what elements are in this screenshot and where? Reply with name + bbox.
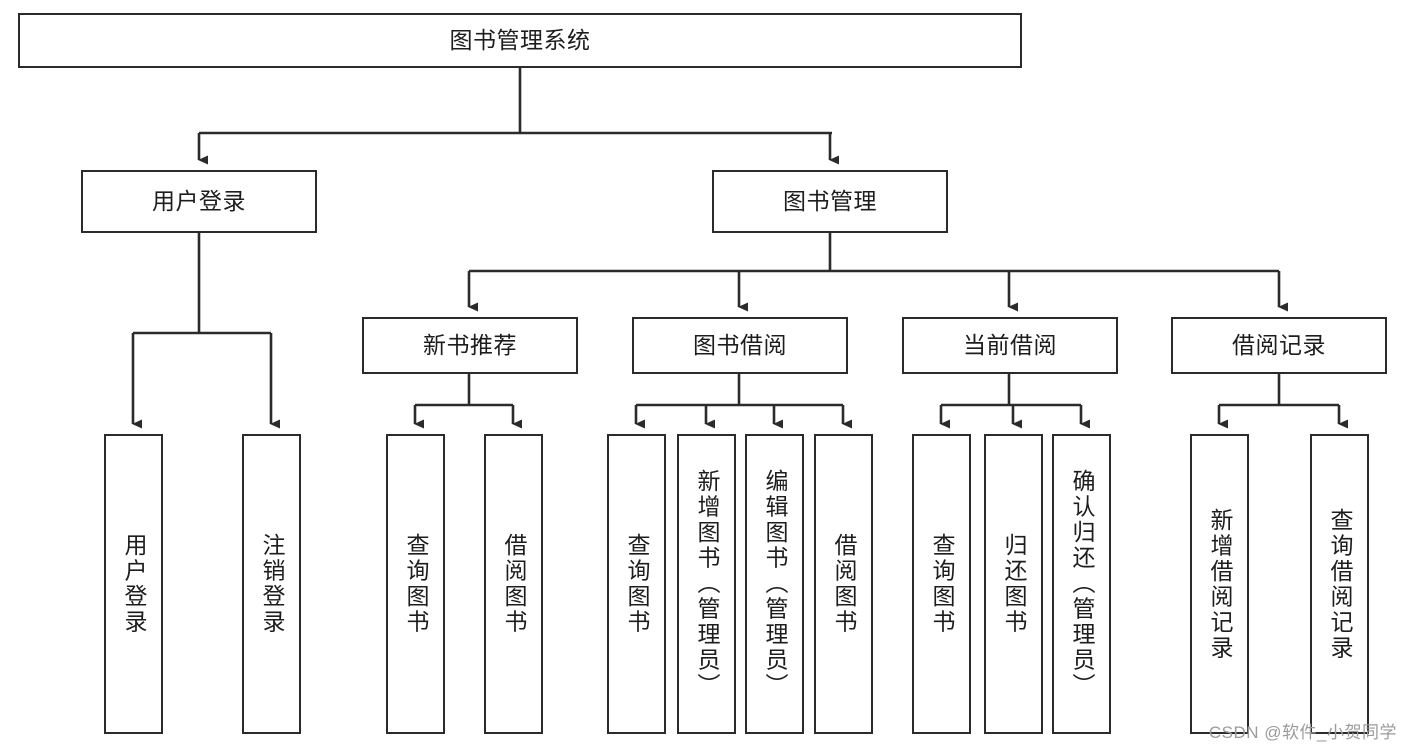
node-leaf-edit-book-admin[interactable]: 编辑图书（管理员） (745, 434, 804, 734)
node-label: 注销登录 (259, 533, 285, 635)
node-label: 新书推荐 (423, 331, 517, 358)
node-leaf-add-borrow-record[interactable]: 新增借阅记录 (1190, 434, 1249, 734)
node-label: 借阅图书 (501, 533, 527, 635)
node-label: 确认归还（管理员） (1069, 469, 1095, 699)
node-leaf-borrow-book[interactable]: 借阅图书 (814, 434, 873, 734)
node-leaf-user-logout[interactable]: 注销登录 (242, 434, 301, 734)
node-leaf-return-book[interactable]: 归还图书 (984, 434, 1043, 734)
node-leaf-confirm-return-admin[interactable]: 确认归还（管理员） (1052, 434, 1111, 734)
connector-book-borrow-to-leaves (634, 374, 852, 429)
node-leaf-user-login[interactable]: 用户登录 (104, 434, 163, 734)
connector-borrow-record-to-leaves (1217, 374, 1348, 429)
node-label: 新增图书（管理员） (694, 469, 720, 699)
node-new-book-recommend[interactable]: 新书推荐 (362, 317, 578, 374)
node-leaf-query-book-borrow[interactable]: 查询图书 (607, 434, 666, 734)
connector-new-book-rec-to-leaves (413, 374, 522, 429)
node-borrow-record[interactable]: 借阅记录 (1171, 317, 1387, 374)
node-book-borrow[interactable]: 图书借阅 (632, 317, 848, 374)
node-label: 用户登录 (152, 187, 246, 214)
node-label: 图书管理 (783, 187, 877, 214)
connector-user-login-to-leaves (131, 233, 280, 429)
node-label: 图书借阅 (693, 331, 787, 358)
connector-root-to-level1 (197, 68, 839, 165)
node-label: 归还图书 (1001, 533, 1027, 635)
node-leaf-query-book-current[interactable]: 查询图书 (912, 434, 971, 734)
node-leaf-add-book-admin[interactable]: 新增图书（管理员） (677, 434, 736, 734)
node-label: 查询借阅记录 (1327, 507, 1353, 661)
node-label: 图书管理系统 (449, 26, 591, 53)
node-label: 新增借阅记录 (1207, 507, 1233, 661)
node-label: 当前借阅 (963, 331, 1057, 358)
node-book-manage[interactable]: 图书管理 (712, 170, 948, 233)
node-label: 查询图书 (929, 533, 955, 635)
node-user-login[interactable]: 用户登录 (81, 170, 317, 233)
node-leaf-query-book-rec[interactable]: 查询图书 (386, 434, 445, 734)
node-current-borrow[interactable]: 当前借阅 (902, 317, 1118, 374)
node-label: 编辑图书（管理员） (762, 469, 788, 699)
node-root-system[interactable]: 图书管理系统 (18, 13, 1022, 68)
connector-book-manage-to-level2 (467, 233, 1288, 312)
node-leaf-borrow-book-rec[interactable]: 借阅图书 (484, 434, 543, 734)
node-leaf-query-borrow-record[interactable]: 查询借阅记录 (1310, 434, 1369, 734)
node-label: 借阅记录 (1232, 331, 1326, 358)
node-label: 借阅图书 (831, 533, 857, 635)
connector-current-borrow-to-leaves (939, 374, 1090, 429)
node-label: 用户登录 (121, 533, 147, 635)
node-label: 查询图书 (403, 533, 429, 635)
node-label: 查询图书 (624, 533, 650, 635)
